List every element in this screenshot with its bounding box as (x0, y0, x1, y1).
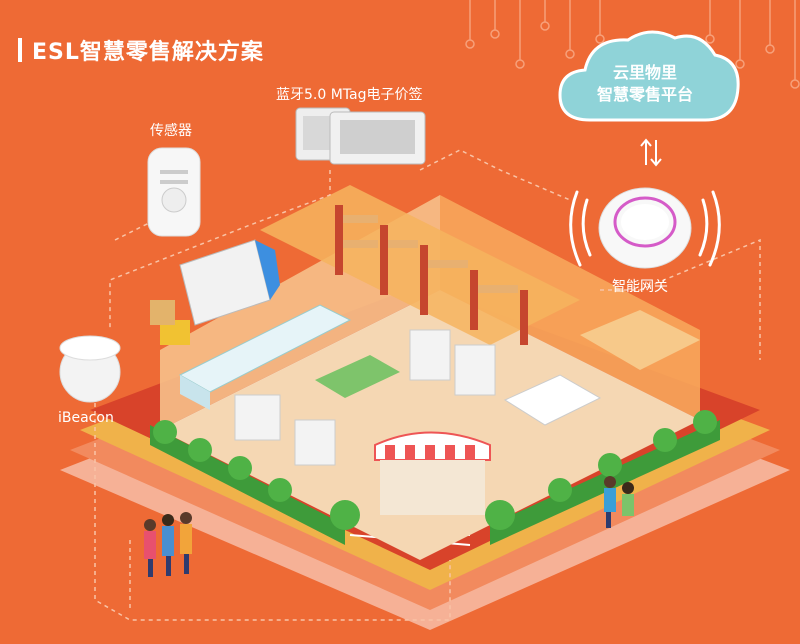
page-title: ESL智慧零售解决方案 (32, 40, 264, 65)
ibeacon-label: iBeacon (58, 410, 114, 426)
cloud-label: 云里物里 智慧零售平台 (590, 62, 700, 106)
cloud-line-2: 智慧零售平台 (596, 85, 693, 104)
esl-tag-label: 蓝牙5.0 MTag电子价签 (276, 87, 423, 103)
gateway-label: 智能网关 (612, 279, 668, 295)
cloud-line-1: 云里物里 (612, 63, 677, 82)
sensor-label: 传感器 (150, 123, 192, 139)
title-accent-bar (18, 38, 22, 62)
